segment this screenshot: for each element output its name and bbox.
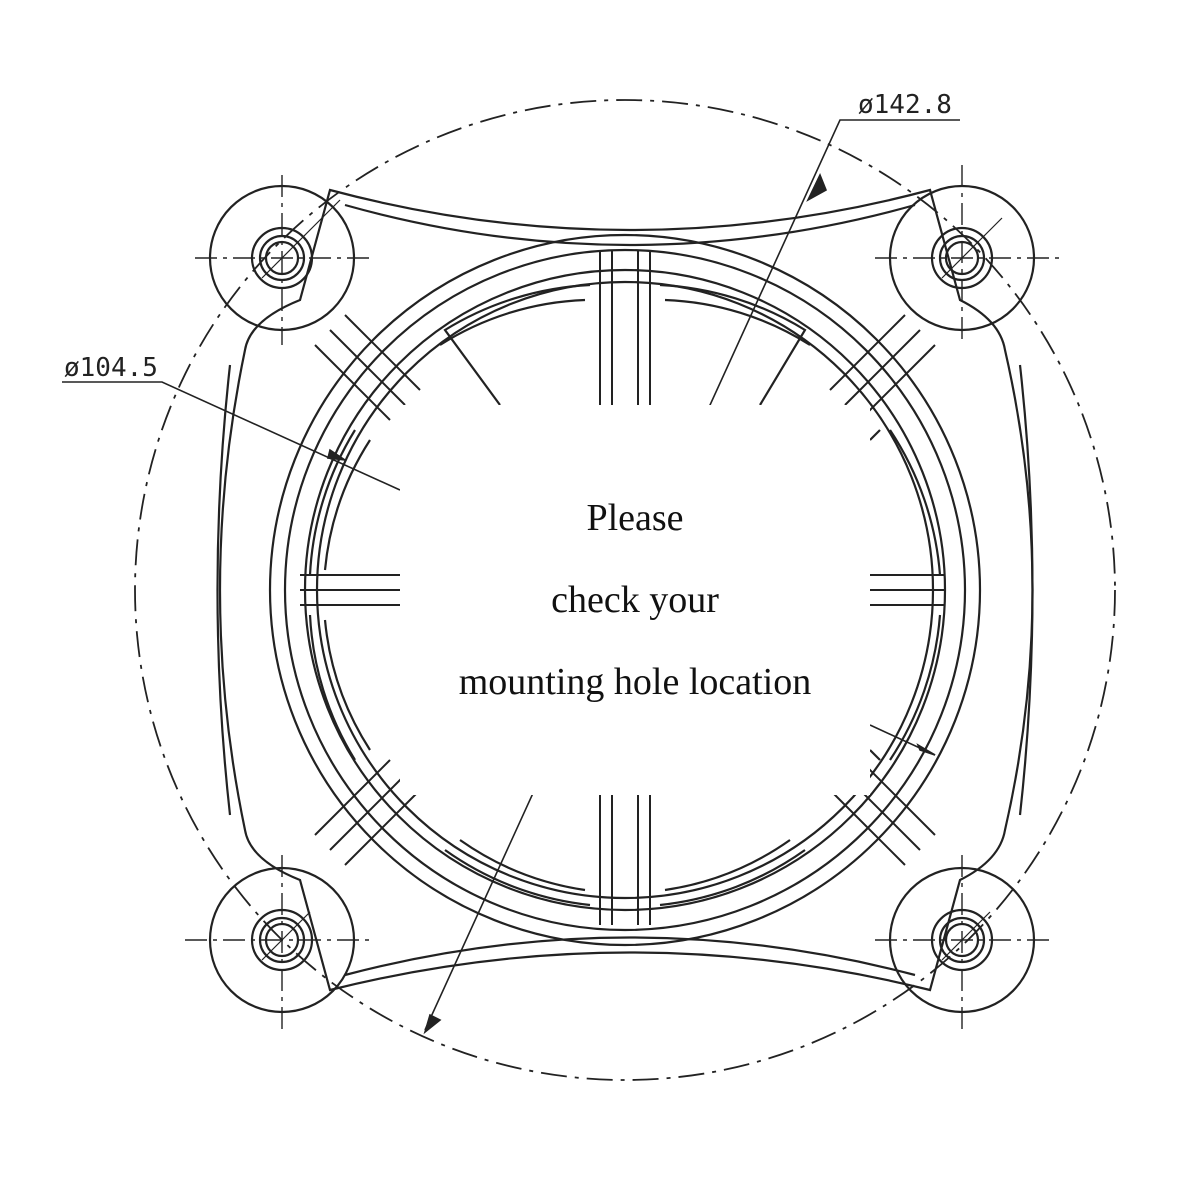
dimension-leader-inner [62, 381, 936, 756]
outer-ring [268, 233, 982, 947]
spoke-ribs [300, 250, 945, 925]
dimension-label-outer: ø142.8 [858, 90, 952, 120]
corner-braces [314, 314, 936, 866]
hole-diagonal-lines [261, 199, 1003, 961]
outer-ring-inner [283, 248, 967, 932]
notice-line-2: check your [551, 579, 719, 621]
notice-line-3: mounting hole location [458, 661, 812, 703]
notice-line-1: Please [586, 497, 684, 539]
notice-box: Please check your mounting hole location [400, 405, 870, 795]
grille-windows [308, 283, 942, 907]
dimension-label-inner: ø104.5 [64, 353, 158, 383]
outer-diameter-circle [134, 99, 1116, 1081]
frame-outline [218, 188, 1034, 992]
frame-inner-outline [216, 203, 1034, 977]
